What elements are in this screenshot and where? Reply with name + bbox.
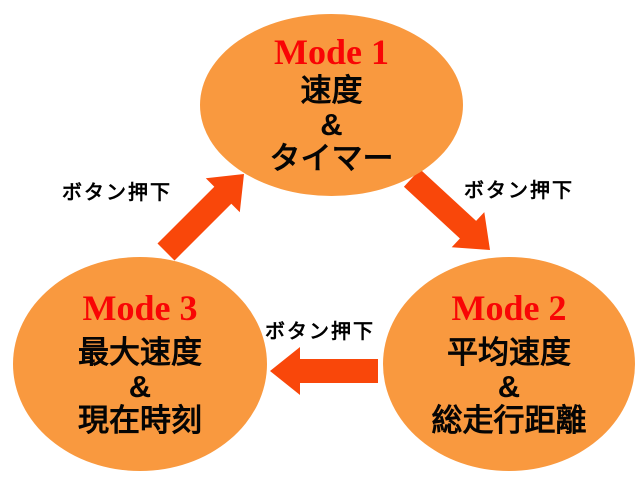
node-mode3: Mode 3 最大速度 & 現在時刻: [13, 257, 267, 471]
arrow-label-mode2-to-mode3: ボタン押下: [265, 321, 375, 343]
node-mode1-title: Mode 1: [274, 31, 389, 72]
node-mode2-line-2: &: [497, 368, 521, 404]
arrow-mode2-to-mode3-icon: [270, 347, 378, 395]
node-mode2: Mode 2 平均速度 & 総走行距離: [383, 257, 635, 471]
node-mode1-line-2: &: [320, 106, 343, 142]
node-mode2-title: Mode 2: [451, 287, 567, 328]
arrow-mode3-to-mode1-icon: [157, 174, 244, 261]
node-mode3-title: Mode 3: [82, 287, 198, 328]
arrow-label-mode3-to-mode1: ボタン押下: [62, 182, 172, 204]
node-mode2-line-1: 平均速度: [447, 334, 571, 370]
node-mode3-line-1: 最大速度: [78, 334, 202, 370]
node-mode1-line-1: 速度: [300, 72, 363, 108]
arrow-label-mode1-to-mode2: ボタン押下: [464, 180, 574, 202]
node-mode2-line-3: 総走行距離: [431, 402, 587, 438]
node-mode1: Mode 1 速度 & タイマー: [200, 14, 463, 196]
node-mode3-line-3: 現在時刻: [78, 402, 202, 438]
node-mode3-line-2: &: [128, 368, 152, 404]
arrow-mode1-to-mode2-icon: [403, 169, 490, 250]
node-mode1-line-3: タイマー: [269, 140, 394, 176]
